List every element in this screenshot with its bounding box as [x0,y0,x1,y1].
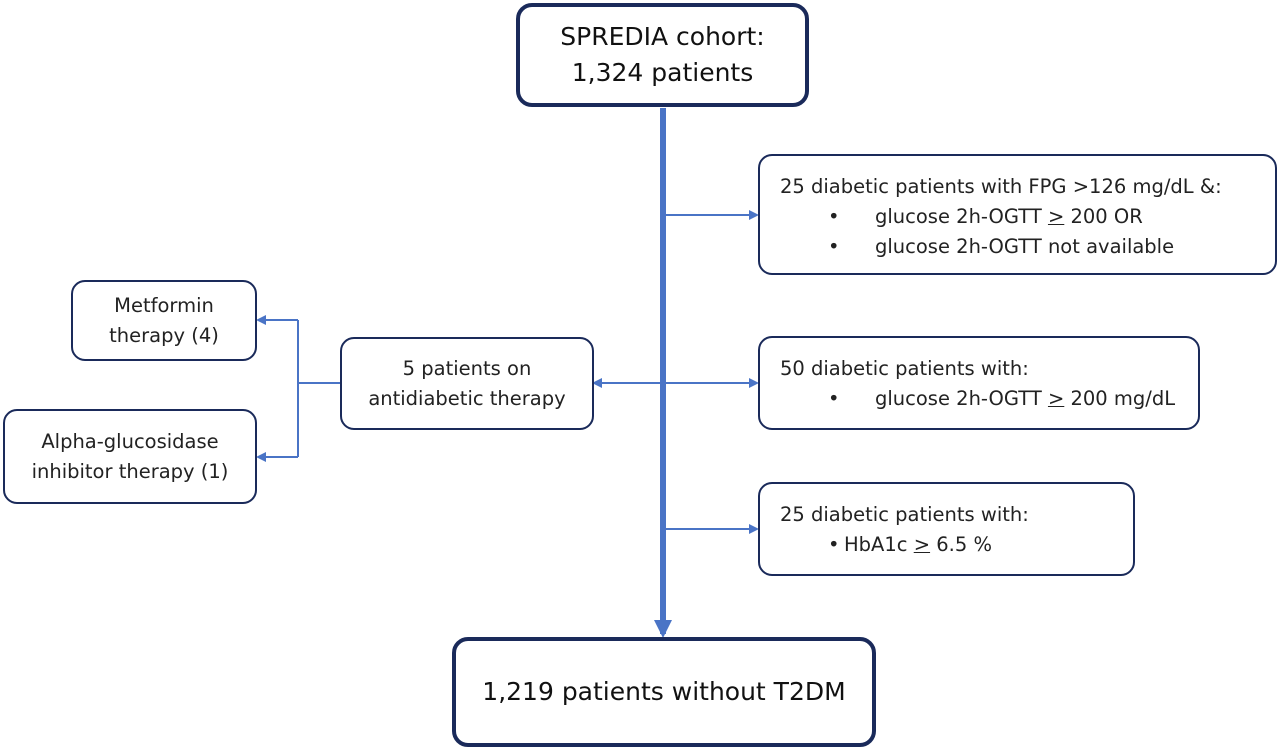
bullet-glyph: • [828,533,840,556]
exclusion-fpg-bullet-2: •glucose 2h-OGTT not available [780,232,1275,262]
metformin-box: Metformin therapy (4) [71,280,257,361]
bullet-glyph: • [828,235,840,258]
result-label: 1,219 patients without T2DM [482,677,846,706]
cohort-title: SPREDIA cohort: [560,22,765,51]
exclusion-box-hba1c: 25 diabetic patients with: •HbA1c > 6.5 … [758,482,1135,576]
cohort-box: SPREDIA cohort: 1,324 patients [516,3,809,107]
exclusion-box-ogtt: 50 diabetic patients with: •glucose 2h-O… [758,336,1200,430]
exclusion-ogtt-bullet-1: •glucose 2h-OGTT > 200 mg/dL [780,384,1198,414]
exclusion-hba1c-list: •HbA1c > 6.5 % [780,530,1133,560]
exclusion-hba1c-heading: 25 diabetic patients with: [780,503,1029,526]
exclusion-fpg-heading: 25 diabetic patients with FPG >126 mg/dL… [780,175,1222,198]
metformin-line-2: therapy (4) [109,323,219,347]
alpha-glucosidase-line-1: Alpha-glucosidase [41,429,219,453]
exclusion-hba1c-bullet-1: •HbA1c > 6.5 % [780,530,1133,560]
result-box: 1,219 patients without T2DM [452,637,876,747]
bullet-glyph: • [828,205,840,228]
alpha-glucosidase-box: Alpha-glucosidase inhibitor therapy (1) [3,409,257,504]
alpha-glucosidase-line-2: inhibitor therapy (1) [31,459,229,483]
antidiabetic-box: 5 patients on antidiabetic therapy [340,337,594,430]
metformin-line-1: Metformin [114,293,214,317]
antidiabetic-line-1: 5 patients on [402,356,532,380]
exclusion-fpg-list: •glucose 2h-OGTT > 200 OR •glucose 2h-OG… [780,202,1275,262]
exclusion-ogtt-heading: 50 diabetic patients with: [780,357,1029,380]
exclusion-fpg-bullet-1: •glucose 2h-OGTT > 200 OR [780,202,1275,232]
exclusion-box-fpg: 25 diabetic patients with FPG >126 mg/dL… [758,154,1277,275]
bullet-glyph: • [828,387,840,410]
cohort-count: 1,324 patients [571,58,754,87]
exclusion-ogtt-list: •glucose 2h-OGTT > 200 mg/dL [780,384,1198,414]
antidiabetic-line-2: antidiabetic therapy [368,386,566,410]
